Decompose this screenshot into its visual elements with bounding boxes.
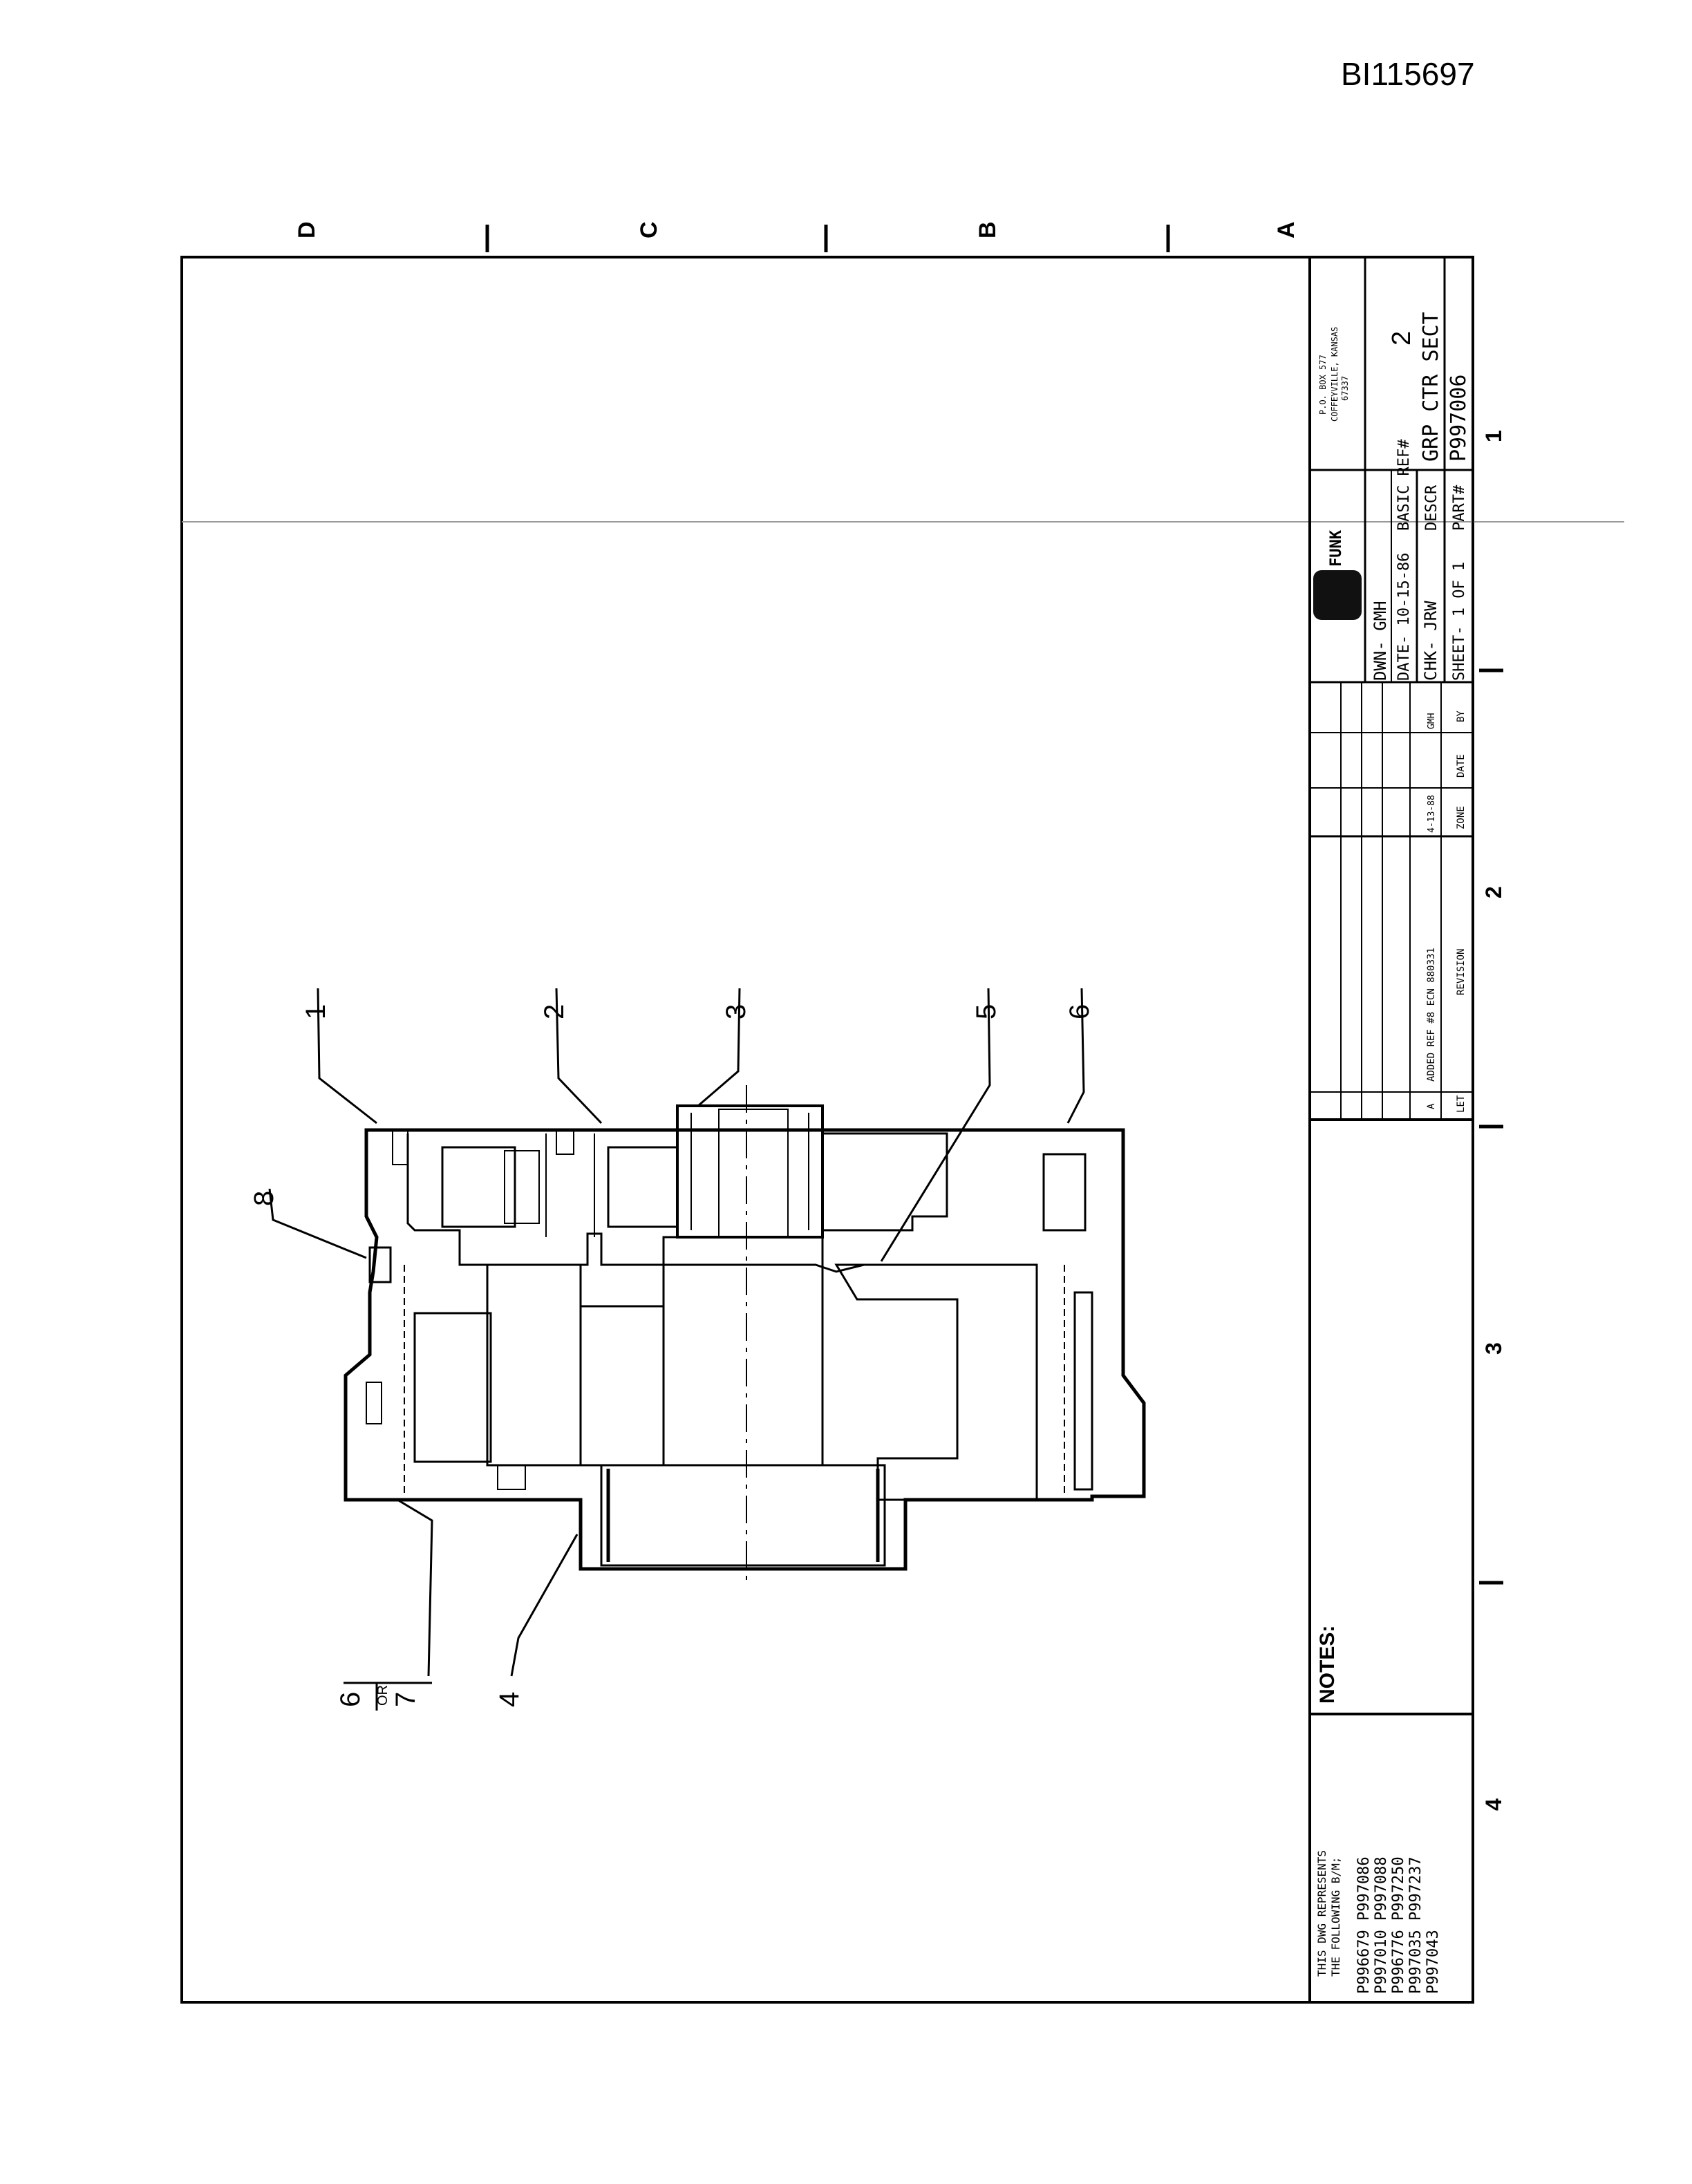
title-block-text: FUNK P.O. BOX 577 COFFEYVILLE, KANSAS 67… xyxy=(1315,312,1471,1994)
callout-6: 6 xyxy=(1064,1004,1095,1019)
gear-cross-section xyxy=(344,1085,1146,1583)
basic-ref-label: BASIC REF# xyxy=(1395,439,1413,531)
zone-number-2: 2 xyxy=(1481,886,1506,898)
company-address-2: COFFEYVILLE, KANSAS xyxy=(1330,327,1340,422)
callout-labels: 1 2 3 5 6 8 4 6 OR 7 xyxy=(249,1004,1095,1707)
funk-logo xyxy=(1313,570,1362,620)
gear-left xyxy=(413,1312,492,1463)
bom-row-5: P997043 xyxy=(1425,1930,1442,1994)
callout-4: 4 xyxy=(494,1692,525,1707)
part-label: PART# xyxy=(1451,484,1468,531)
revision-header-let: LET xyxy=(1456,1095,1467,1113)
bom-row-4: P997035 P997237 xyxy=(1407,1856,1425,1994)
bom-row-2: P997010 P997088 xyxy=(1373,1856,1390,1994)
company-address-1: P.O. BOX 577 xyxy=(1318,355,1328,415)
drawn-date: DATE- 10-15-86 xyxy=(1395,553,1413,681)
zone-letter-d: D xyxy=(294,221,320,238)
callout-5: 5 xyxy=(971,1004,1002,1019)
bearing-upper-left xyxy=(441,1146,516,1228)
zone-letter-c: C xyxy=(636,221,662,238)
output-hub xyxy=(600,1464,886,1567)
bom-row-3: P996776 P997250 xyxy=(1390,1856,1407,1994)
gear-center xyxy=(579,1305,665,1467)
basic-ref-value: 2 xyxy=(1387,331,1416,346)
zone-number-3: 3 xyxy=(1481,1342,1506,1355)
checked-by: CHK- JRW xyxy=(1421,601,1440,681)
callout-6-alt: 6 xyxy=(335,1692,366,1707)
housing-outline xyxy=(344,1128,1146,1571)
revision-header-revision: REVISION xyxy=(1456,949,1467,995)
bolt-upper xyxy=(392,1129,408,1165)
gear-right xyxy=(834,1263,1038,1501)
document-id: BI115697 xyxy=(1341,56,1475,92)
revision-header-date: DATE xyxy=(1456,754,1467,778)
title-block xyxy=(1308,256,1474,2002)
callouts xyxy=(268,988,1085,1711)
sheet-number: SHEET- 1 OF 1 xyxy=(1451,562,1468,681)
pinion-gear xyxy=(676,1104,824,1239)
revision-text: ADDED REF #8 ECN 880331 xyxy=(1426,948,1437,1082)
zone-number-1: 1 xyxy=(1481,430,1506,442)
bom-heading-1: THIS DWG REPRESENTS xyxy=(1315,1850,1328,1977)
bearing-upper-right xyxy=(607,1146,679,1228)
callout-7: 7 xyxy=(391,1692,421,1707)
bom-heading-2: THE FOLLOWING B/M; xyxy=(1329,1857,1342,1977)
bolt-lower xyxy=(366,1382,382,1424)
revision-by: GMH xyxy=(1427,713,1437,729)
descr-value: GRP CTR SECT xyxy=(1419,312,1443,462)
callout-1: 1 xyxy=(301,1004,331,1019)
zone-markers-top: D C B A xyxy=(294,221,1299,252)
callout-or: OR xyxy=(375,1685,391,1706)
descr-label: DESCR xyxy=(1423,484,1440,531)
callout-8: 8 xyxy=(249,1191,279,1206)
zone-letter-a: A xyxy=(1273,221,1299,238)
revision-letter: A xyxy=(1426,1103,1437,1109)
ref-8-part xyxy=(368,1246,392,1283)
zone-markers-right: 1 2 3 4 xyxy=(1479,430,1506,1811)
drawn-by: DWN- GMH xyxy=(1371,601,1390,681)
zone-number-4: 4 xyxy=(1481,1798,1506,1811)
revision-header-by: BY xyxy=(1456,710,1467,722)
company-name: FUNK xyxy=(1328,529,1345,567)
revision-date: 4-13-88 xyxy=(1427,795,1437,833)
callout-3: 3 xyxy=(721,1004,751,1019)
main-shaft xyxy=(662,1236,824,1467)
bom-row-1: P996679 P997086 xyxy=(1355,1856,1373,1994)
notes-label: NOTES: xyxy=(1316,1626,1339,1704)
part-number: P997006 xyxy=(1447,375,1471,462)
company-address-3: 67337 xyxy=(1340,376,1350,401)
drawing-border xyxy=(180,256,1474,2004)
zone-letter-b: B xyxy=(975,221,1001,238)
callout-2: 2 xyxy=(539,1004,570,1019)
revision-header-zone: ZONE xyxy=(1456,806,1467,829)
